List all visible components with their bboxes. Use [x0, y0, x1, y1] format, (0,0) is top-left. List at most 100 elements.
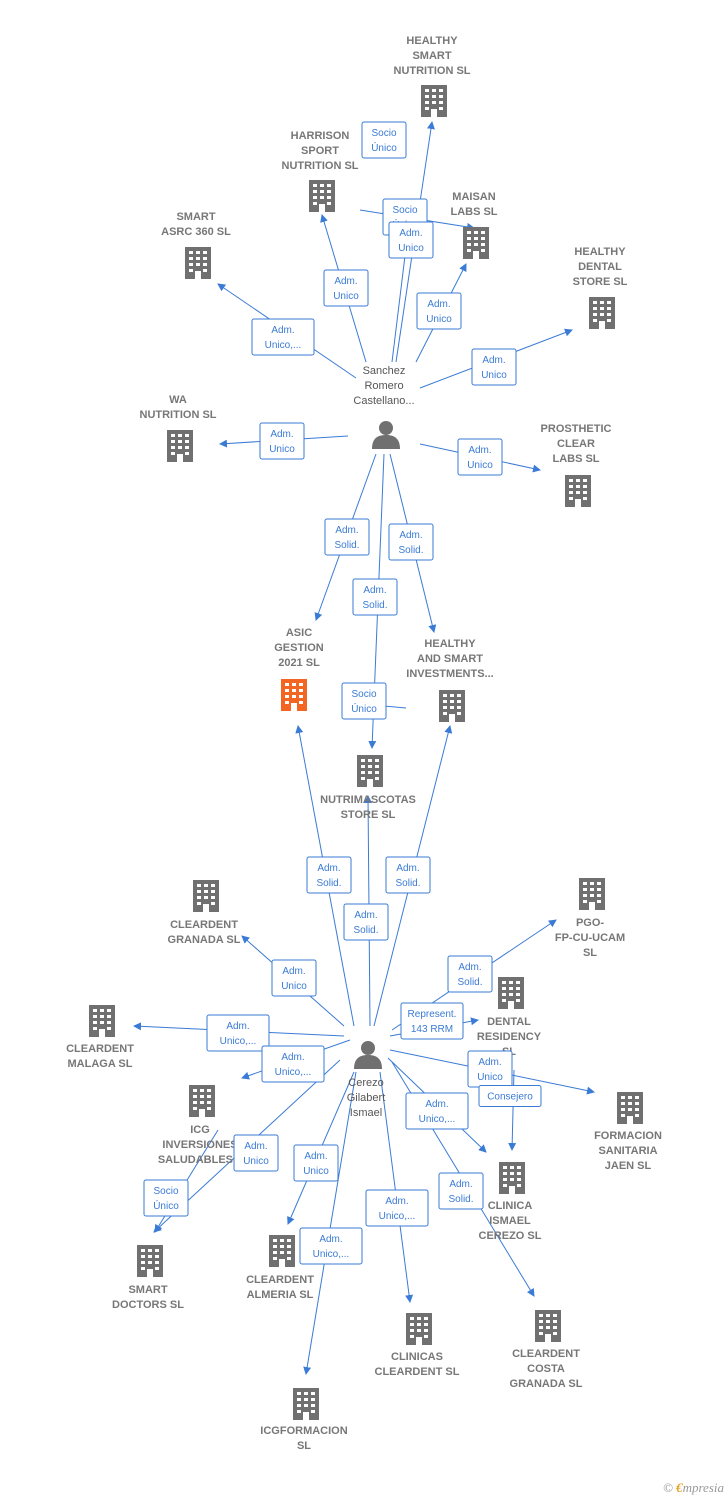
company-node-icg-inversiones[interactable]: ICGINVERSIONESSALUDABLES... [158, 1085, 242, 1166]
relation-label-adm-solid[interactable]: Adm.Solid. [388, 523, 434, 561]
person-node-sanchez[interactable]: SanchezRomeroCastellano... [353, 365, 415, 449]
building-icon [357, 755, 383, 787]
company-name-line: INVESTMENTS... [406, 668, 493, 680]
relation-label-adm-unico[interactable]: Adm.Unico [271, 959, 317, 997]
building-icon [189, 1085, 215, 1117]
relation-label-adm-solid[interactable]: Adm.Solid. [306, 856, 352, 894]
company-name-line: CEREZO SL [479, 1230, 542, 1242]
relation-label-adm-unico[interactable]: Adm.Unico,... [251, 318, 315, 356]
person-name-line: Castellano... [353, 395, 414, 407]
relation-label-box [343, 903, 389, 941]
person-icon [372, 421, 400, 449]
building-icon [579, 878, 605, 910]
relation-label-adm-unico[interactable]: Adm.Unico [471, 348, 517, 386]
relation-label-text: Adm. [363, 585, 386, 596]
company-name-line: CLINICAS [391, 1351, 443, 1363]
relation-label-adm-unico[interactable]: Adm.Unico,... [365, 1189, 429, 1227]
building-icon [499, 1162, 525, 1194]
relation-label-text: Adm. [478, 1057, 501, 1068]
company-name-line: CLEARDENT SL [375, 1366, 460, 1378]
relation-label-text: Solid. [398, 545, 423, 556]
building-icon [293, 1388, 319, 1420]
relation-label-text: Socio [371, 128, 396, 139]
footer-credit: © €mpresia [663, 1480, 724, 1496]
relation-label-adm-solid[interactable]: Adm.Solid. [438, 1172, 484, 1210]
company-name-line: NUTRITION SL [394, 65, 471, 77]
relation-label-adm-solid[interactable]: Adm.Solid. [385, 856, 431, 894]
relation-label-box [306, 856, 352, 894]
relation-label-adm-unico[interactable]: Adm.Unico [416, 292, 462, 330]
relation-label-text: Único [371, 141, 397, 154]
relation-label-consejero[interactable]: Consejero [478, 1085, 542, 1107]
relation-label-adm-unico[interactable]: Adm.Unico,... [299, 1227, 363, 1265]
relation-label-adm-unico[interactable]: Adm.Unico [467, 1050, 513, 1088]
building-icon [137, 1245, 163, 1277]
company-name-line: SMART [176, 211, 215, 223]
relation-label-adm-unico[interactable]: Adm.Unico,... [261, 1045, 325, 1083]
relation-label-adm-unico[interactable]: Adm.Unico,... [405, 1092, 469, 1130]
company-name-line: HEALTHY [424, 638, 476, 650]
company-name-line: STORE SL [341, 809, 396, 821]
relation-label-adm-unico[interactable]: Adm.Unico [259, 422, 305, 460]
relation-label-text: Unico [243, 1156, 269, 1167]
relation-label-adm-unico[interactable]: Adm.Unico,... [206, 1014, 270, 1052]
relation-label-text: Adm. [468, 445, 491, 456]
relation-label-text: Adm. [354, 910, 377, 921]
relation-label-represent-143-rrm[interactable]: Represent.143 RRM [400, 1002, 464, 1040]
company-node-dental-residency[interactable]: DENTALRESIDENCYSL [477, 977, 542, 1058]
relation-label-text: Adm. [281, 1052, 304, 1063]
relation-label-adm-solid[interactable]: Adm.Solid. [324, 518, 370, 556]
relation-label-text: Solid. [448, 1194, 473, 1205]
relation-label-box [323, 269, 369, 307]
relation-label-text: Consejero [487, 1092, 533, 1103]
building-icon [421, 85, 447, 117]
relation-label-adm-unico[interactable]: Adm.Unico [293, 1144, 339, 1182]
relation-label-text: Adm. [270, 429, 293, 440]
company-name-line: NUTRIMASCOTAS [320, 794, 416, 806]
relation-label-text: Adm. [226, 1021, 249, 1032]
relation-label-text: Adm. [458, 962, 481, 973]
relation-label-box [293, 1144, 339, 1182]
building-icon [565, 475, 591, 507]
relation-label-adm-solid[interactable]: Adm. Solid. [343, 903, 389, 941]
company-name-line: STORE SL [573, 276, 628, 288]
company-node-clinicas-cleardent[interactable]: CLINICAS CLEARDENT SL [375, 1313, 460, 1378]
relation-label-adm-unico[interactable]: Adm.Unico [233, 1134, 279, 1172]
edge-cerezo-to-icgformacion [303, 1071, 357, 1375]
relation-label-box [143, 1179, 189, 1217]
building-icon [167, 430, 193, 462]
person-icon [354, 1041, 382, 1069]
company-name-line: ICG [190, 1124, 210, 1136]
relation-label-box [405, 1092, 469, 1130]
relation-label-adm-unico[interactable]: Adm.Unico [323, 269, 369, 307]
relation-label-text: Solid. [334, 540, 359, 551]
relation-label-adm-solid[interactable]: Adm.Solid. [447, 955, 493, 993]
company-node-nutrimascotas[interactable]: NUTRIMASCOTAS STORE SL [320, 755, 416, 821]
relation-label-adm-unico[interactable]: Adm.Unico [388, 221, 434, 259]
relation-label-text: Solid. [353, 925, 378, 936]
relation-label-adm-solid[interactable]: Adm.Solid. [352, 578, 398, 616]
relation-label-adm-unico[interactable]: Adm.Unico [457, 438, 503, 476]
